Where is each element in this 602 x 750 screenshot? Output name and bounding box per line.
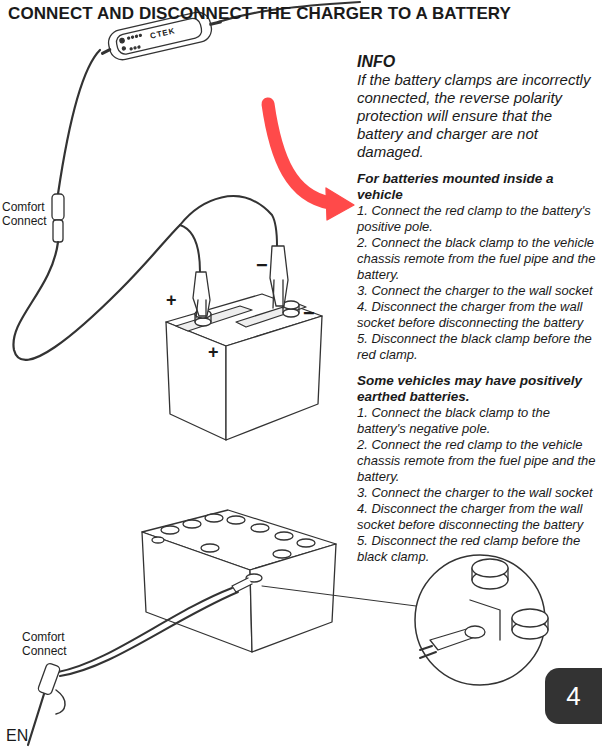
page-number: 4: [566, 681, 580, 712]
zoom-detail: [415, 555, 548, 685]
cable: [58, 50, 100, 194]
section-heading: Some vehicles may have positively earthe…: [357, 373, 598, 405]
language-code: EN: [6, 727, 28, 745]
info-heading: INFO: [357, 52, 598, 71]
battery-bottom: [142, 510, 336, 652]
connector-label: Comfort Connect: [22, 630, 82, 658]
instruction-step: 2. Connect the black clamp to the vehicl…: [357, 235, 598, 283]
polarity-sign: +: [208, 342, 219, 362]
info-text: If the battery clamps are incorrectly co…: [357, 71, 598, 161]
instruction-step: 4. Disconnect the charger from the wall …: [357, 501, 598, 533]
polarity-sign: −: [256, 254, 268, 276]
polarity-sign: +: [166, 290, 177, 310]
leader-line: [262, 586, 416, 606]
instruction-step: 1. Connect the black clamp to the batter…: [357, 405, 598, 437]
cable: [13, 225, 180, 360]
instructions-column: INFOIf the battery clamps are incorrectl…: [357, 52, 598, 565]
section-heading: For batteries mounted inside a vehicle: [357, 171, 598, 203]
comfort-connector: [52, 194, 64, 242]
instruction-step: 5. Disconnect the black clamp before the…: [357, 331, 598, 363]
clamp-lead: [180, 225, 200, 272]
instruction-step: 4. Disconnect the charger from the wall …: [357, 299, 598, 331]
instruction-step: 5. Disconnect the red clamp before the b…: [357, 533, 598, 565]
red-arrow: [268, 104, 354, 220]
instruction-step: 2. Connect the red clamp to the vehicle …: [357, 437, 598, 485]
connector-label: Comfort Connect: [2, 200, 52, 228]
page-number-tab: 4: [545, 668, 602, 724]
page-title: CONNECT AND DISCONNECT THE CHARGER TO A …: [8, 4, 511, 24]
cable: [58, 588, 232, 672]
battery: [166, 294, 322, 440]
instruction-step: 3. Connect the charger to the wall socke…: [357, 283, 598, 299]
clamp: [193, 246, 288, 318]
instruction-step: 1. Connect the red clamp to the battery'…: [357, 203, 598, 235]
clamp-lead: [180, 196, 277, 246]
instruction-step: 3. Connect the charger to the wall socke…: [357, 485, 598, 501]
comfort-connector: [28, 663, 65, 745]
polarity-sign: −: [303, 302, 315, 324]
cable: [60, 592, 238, 676]
